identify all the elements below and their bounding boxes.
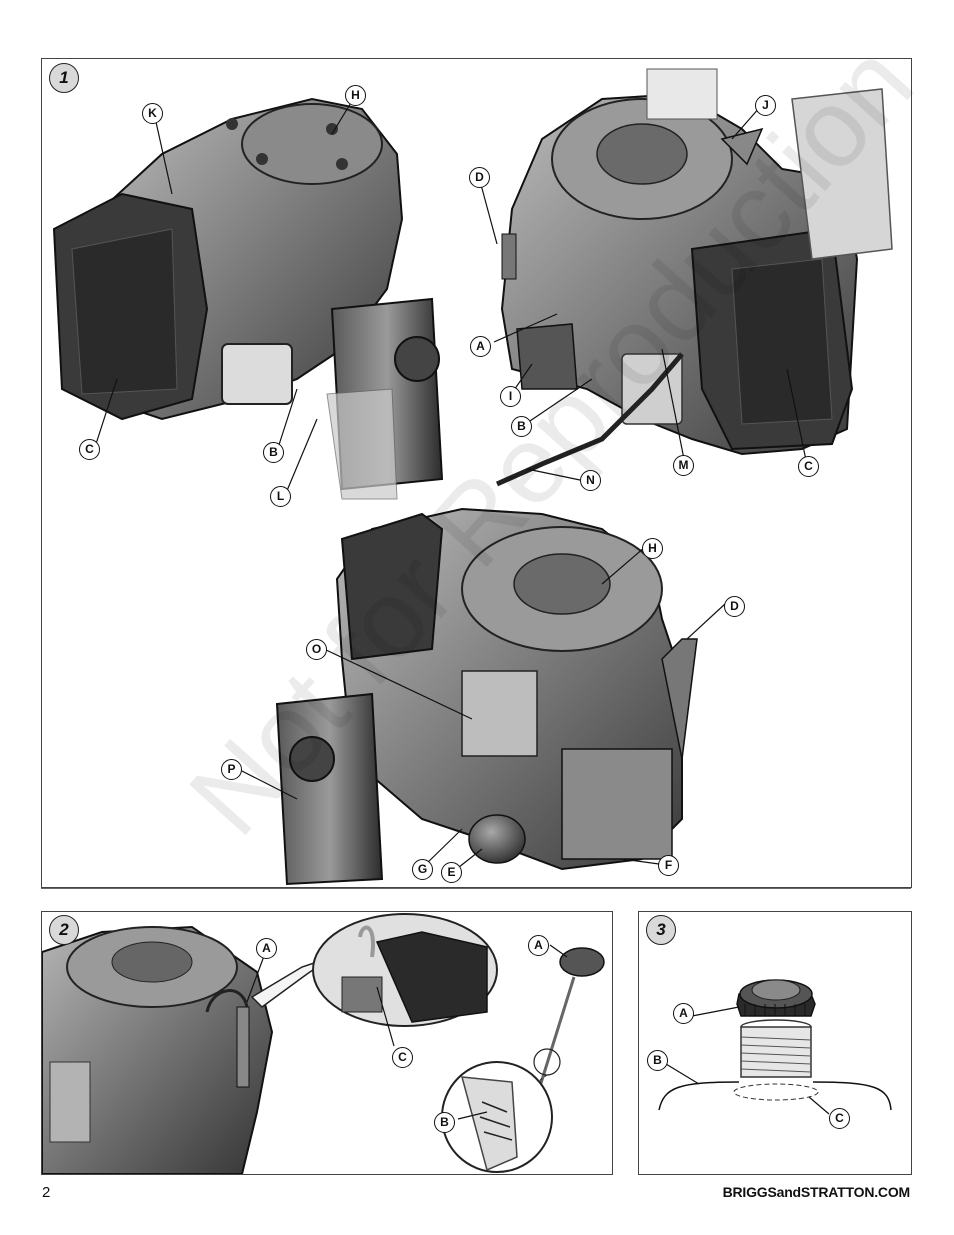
callout-c: C <box>79 439 100 460</box>
oil-fill-illustration <box>42 913 605 1174</box>
engine-left-view <box>52 97 444 500</box>
callout-n: N <box>580 470 601 491</box>
divider <box>41 888 911 889</box>
callout-o: O <box>306 639 327 660</box>
figure-number: 3 <box>646 915 676 945</box>
callout-d: D <box>469 167 490 188</box>
callout-j: J <box>755 95 776 116</box>
callout-f: F <box>658 855 679 876</box>
callout-a: A <box>256 938 277 959</box>
callout-e: E <box>441 862 462 883</box>
callout-a: A <box>470 336 491 357</box>
figure-2-panel: 2 <box>41 911 613 1175</box>
callout-d-bottom: D <box>724 596 745 617</box>
callout-c: C <box>392 1047 413 1068</box>
callout-k: K <box>142 103 163 124</box>
callout-c: C <box>829 1108 850 1129</box>
callout-h-bottom: H <box>642 538 663 559</box>
callout-a: A <box>673 1003 694 1024</box>
callout-b: B <box>647 1050 668 1071</box>
fuel-cap-illustration <box>658 979 892 1115</box>
callout-i: I <box>500 386 521 407</box>
figure-number: 2 <box>49 915 79 945</box>
engine-right-view <box>495 68 893 487</box>
engine-bottom-view <box>275 507 698 886</box>
callout-b: B <box>263 442 284 463</box>
callout-c-right: C <box>798 456 819 477</box>
website-link[interactable]: BRIGGSandSTRATTON.COM <box>722 1184 911 1200</box>
figure-3-panel: 3 A B C <box>638 911 912 1175</box>
callout-a-dipstick: A <box>528 935 549 956</box>
figure-1-panel: 1 <box>41 58 912 888</box>
callout-p: P <box>221 759 242 780</box>
page-number: 2 <box>42 1184 51 1201</box>
engine-illustrations <box>52 68 893 886</box>
figure-number: 1 <box>49 63 79 93</box>
callout-g: G <box>412 859 433 880</box>
callout-l: L <box>270 486 291 507</box>
callout-b-right: B <box>511 416 532 437</box>
callout-h: H <box>345 85 366 106</box>
callout-b: B <box>434 1112 455 1133</box>
callout-m: M <box>673 455 694 476</box>
